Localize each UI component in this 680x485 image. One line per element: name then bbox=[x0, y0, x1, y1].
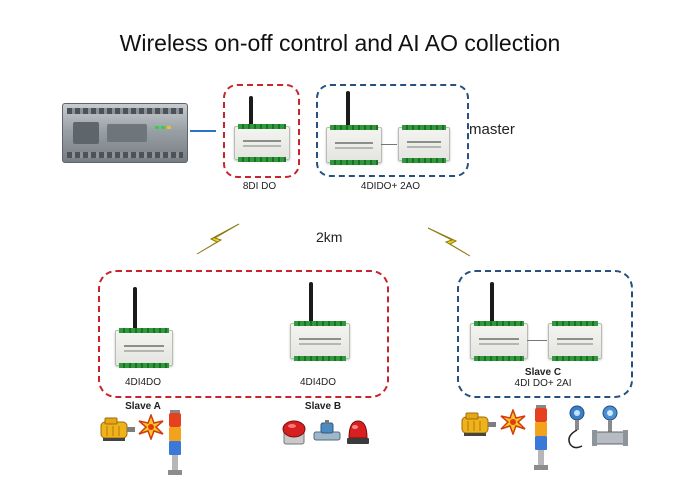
lightning-icon bbox=[196, 223, 240, 255]
solenoid-valve-icon bbox=[313, 420, 341, 441]
io-module-icon bbox=[548, 321, 602, 361]
io-module-icon bbox=[290, 321, 350, 361]
slave-c-label: Slave C bbox=[524, 367, 562, 378]
alarm-beacon-icon bbox=[347, 420, 369, 444]
module-link-line bbox=[381, 144, 397, 145]
io-module-icon bbox=[398, 125, 450, 163]
antenna-icon bbox=[490, 282, 494, 326]
pressure-transmitter-icon bbox=[568, 405, 585, 449]
lightning-icon bbox=[427, 227, 471, 257]
spark-icon bbox=[500, 409, 526, 435]
io-module-icon bbox=[115, 328, 173, 368]
master-label: master bbox=[469, 121, 515, 138]
module-8dido-label: 8DI DO bbox=[242, 181, 277, 192]
flow-meter-icon bbox=[592, 405, 628, 446]
io-module-icon bbox=[326, 125, 382, 165]
motor-icon bbox=[461, 412, 496, 436]
io-module-icon bbox=[234, 124, 290, 162]
plc-icon bbox=[62, 103, 188, 163]
distance-label: 2km bbox=[316, 229, 343, 245]
master-8dido-group bbox=[223, 84, 300, 178]
antenna-icon bbox=[309, 282, 313, 326]
slave-c-group bbox=[457, 270, 633, 398]
push-button-icon bbox=[282, 420, 306, 445]
antenna-icon bbox=[133, 287, 137, 333]
slave-c-module-label: 4DI DO+ 2AI bbox=[514, 378, 572, 389]
module-link-line bbox=[527, 340, 547, 341]
plc-link-line bbox=[190, 130, 216, 132]
antenna-icon bbox=[249, 96, 253, 130]
io-module-icon bbox=[470, 321, 528, 361]
module-4dido-label: 4DIDO+ 2AO bbox=[360, 181, 421, 192]
master-4dido-group bbox=[316, 84, 469, 177]
motor-icon bbox=[100, 417, 135, 441]
page-title: Wireless on-off control and AI AO collec… bbox=[119, 30, 561, 56]
spark-icon bbox=[138, 414, 164, 440]
stack-light-icon bbox=[534, 405, 548, 470]
slave-a-label: Slave A bbox=[125, 401, 161, 412]
antenna-icon bbox=[346, 91, 350, 129]
slave-b-label: Slave B bbox=[304, 401, 342, 412]
slave-b-module-label: 4DI4DO bbox=[299, 377, 337, 388]
slave-a-module-label: 4DI4DO bbox=[124, 377, 162, 388]
slave-ab-group bbox=[98, 270, 389, 398]
stack-light-icon bbox=[168, 410, 182, 475]
